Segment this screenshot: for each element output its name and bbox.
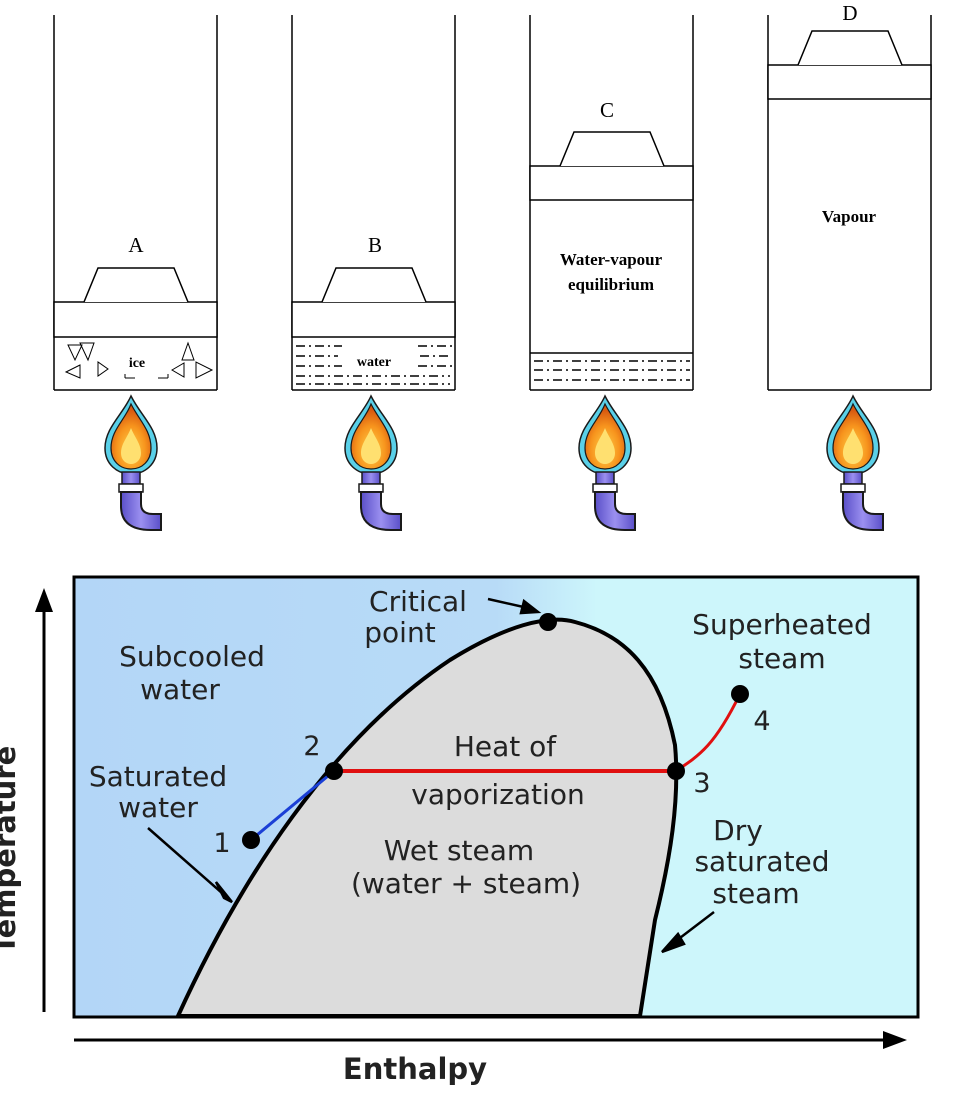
- subcooled-heating-line: [250, 769, 335, 842]
- state-point-2: [325, 762, 343, 780]
- saturated-water-arrow: [147, 827, 223, 894]
- burner-flame-icon: [104, 395, 162, 531]
- state-point-3: [667, 762, 685, 780]
- y-axis-label: Temperature: [0, 746, 22, 955]
- content-ice: ice: [129, 356, 145, 371]
- point-label-1: 1: [213, 828, 230, 859]
- annotation-heat-line1: Heat of: [454, 730, 557, 763]
- region-subcooled-line2: water: [140, 673, 220, 706]
- burner-flame-icon: [826, 395, 884, 531]
- piston: [53, 301, 218, 338]
- piston: [767, 64, 932, 100]
- critical-point-arrow: [487, 597, 529, 610]
- water-lines: [296, 345, 452, 385]
- cylinder-label-d: D: [842, 1, 857, 25]
- x-axis: [74, 1031, 907, 1049]
- region-superheated-line2: steam: [738, 642, 825, 675]
- burner-flame-icon: [344, 395, 402, 531]
- region-superheated-line1: Superheated: [692, 608, 872, 641]
- weight: [321, 267, 427, 303]
- point-label-2: 2: [303, 731, 320, 762]
- cylinder-d: D Vapour: [767, 1, 932, 391]
- burner-flame-icon: [578, 395, 636, 531]
- piston: [291, 301, 456, 338]
- point-label-3: 3: [693, 768, 710, 799]
- annotation-heat-line2: vaporization: [411, 778, 584, 811]
- saturation-dome: [174, 617, 679, 1018]
- cylinder-b: B water: [291, 15, 456, 391]
- cylinder-c: C Water-vapour equilibrium: [529, 15, 694, 391]
- piston: [529, 165, 694, 201]
- cylinder-a: A ice: [53, 15, 218, 391]
- arrowhead-icon: [214, 881, 233, 904]
- cylinder-label-b: B: [368, 233, 382, 257]
- water-lines: [534, 360, 690, 381]
- state-point-4: [731, 685, 749, 703]
- content-water: water: [357, 355, 391, 370]
- content-vapour: Vapour: [822, 207, 877, 226]
- region-wet-line2: (water + steam): [351, 867, 581, 900]
- annotation-critical-line1: Critical: [369, 585, 467, 618]
- y-axis: [35, 588, 53, 1012]
- temperature-enthalpy-chart: 1 2 3 4 Subcooled water Superheated stea…: [0, 575, 920, 1086]
- content-equilibrium-line1: Water-vapour: [560, 250, 663, 269]
- state-point-1: [242, 831, 260, 849]
- weight: [559, 131, 665, 167]
- x-axis-arrow-icon: [883, 1031, 907, 1049]
- ice-crystals: [64, 341, 214, 379]
- region-subcooled-line1: Subcooled: [119, 640, 265, 673]
- weight: [797, 30, 903, 66]
- annotation-saturated-line1: Saturated: [89, 760, 227, 793]
- annotation-dry-line1: Dry: [713, 814, 763, 847]
- annotation-dry-line3: steam: [712, 877, 799, 910]
- arrowhead-icon: [661, 931, 686, 954]
- x-axis-label: Enthalpy: [343, 1052, 487, 1086]
- annotation-dry-line2: saturated: [694, 845, 829, 878]
- weight: [83, 267, 189, 303]
- content-equilibrium-line2: equilibrium: [568, 275, 654, 294]
- annotation-saturated-line2: water: [118, 791, 198, 824]
- critical-point-marker: [539, 613, 557, 631]
- region-wet-line1: Wet steam: [384, 834, 534, 867]
- arrowhead-icon: [519, 598, 542, 615]
- y-axis-arrow-icon: [35, 588, 53, 612]
- cylinder-label-a: A: [128, 233, 144, 257]
- cylinder-label-c: C: [600, 98, 614, 122]
- point-label-4: 4: [753, 706, 770, 737]
- annotation-critical-line2: point: [364, 616, 435, 649]
